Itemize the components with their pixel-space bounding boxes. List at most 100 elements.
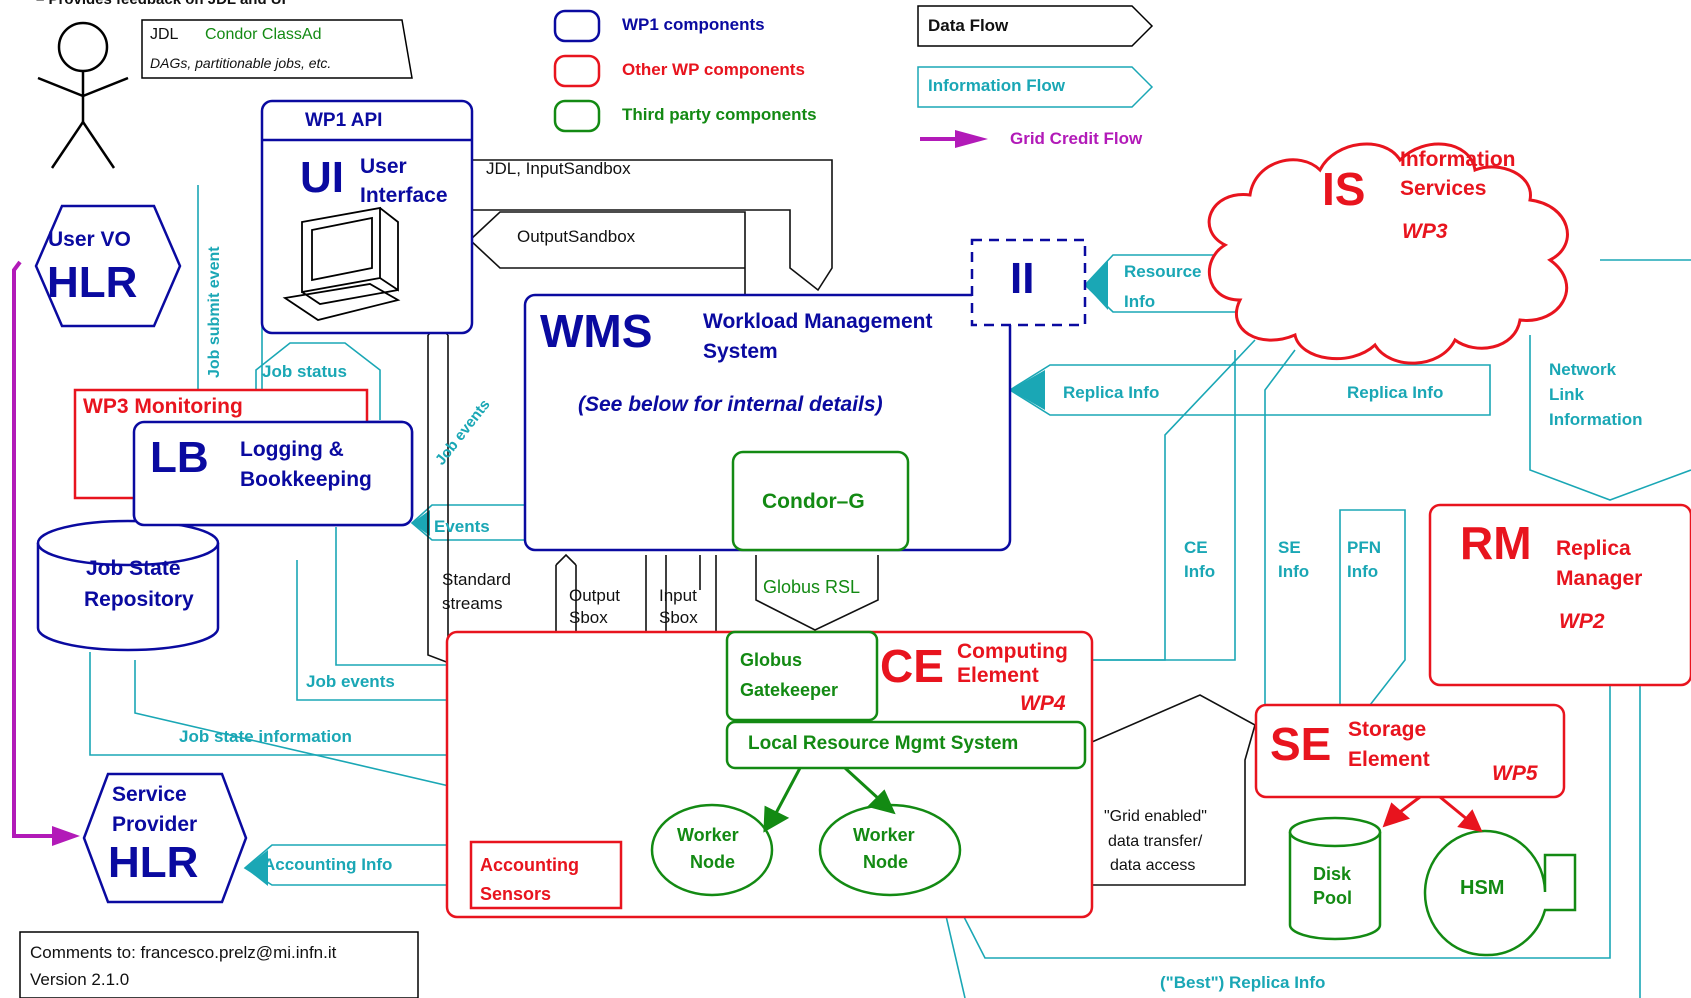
ce-wp-label: WP4 bbox=[1020, 692, 1066, 715]
flow-job-submit-event: Job submit event bbox=[206, 246, 223, 378]
legend-data-flow-label: Data Flow bbox=[928, 16, 1009, 35]
gatekeeper-line2: Gatekeeper bbox=[740, 680, 839, 700]
flow-input-sbox-line1: Input bbox=[659, 586, 697, 605]
wms-abbr: WMS bbox=[540, 305, 653, 357]
job-state-repo-line1: Job State bbox=[86, 557, 181, 580]
wp1-api-label: WP1 API bbox=[305, 110, 383, 131]
legend-data-flow-arrow bbox=[917, 5, 1154, 47]
flow-pfn-info-line2: Info bbox=[1347, 562, 1379, 581]
flow-outputsandbox: OutputSandbox bbox=[517, 227, 636, 246]
third-party-components bbox=[650, 450, 1577, 957]
wp3-monitoring-label: WP3 Monitoring bbox=[83, 395, 243, 418]
flow-resource-info-line2: Info bbox=[1124, 292, 1156, 311]
flow-network-line3: Information bbox=[1549, 410, 1643, 429]
flow-accounting-info: Accounting Info bbox=[263, 855, 393, 874]
flow-pfn-info-line1: PFN bbox=[1347, 538, 1381, 557]
flow-best-replica-info: ("Best") Replica Info bbox=[1160, 973, 1326, 992]
legend-wp1-swatch bbox=[553, 9, 601, 43]
flow-se-info-line1: SE bbox=[1278, 538, 1301, 557]
se-name-line2: Element bbox=[1348, 748, 1430, 771]
flow-globus-rsl: Globus RSL bbox=[763, 577, 861, 597]
legend-other-wp-label: Other WP components bbox=[622, 60, 805, 79]
ui-abbr: UI bbox=[300, 153, 344, 202]
legend-third-party-swatch bbox=[553, 99, 601, 133]
user-figure bbox=[37, 21, 129, 169]
flow-events: Events bbox=[434, 517, 490, 536]
flow-standard-streams-line1: Standard bbox=[442, 570, 511, 589]
jdl-note-label: DAGs, partitionable jobs, etc. bbox=[150, 55, 332, 71]
flow-output-sbox-line2: Sbox bbox=[569, 608, 608, 627]
rm-abbr: RM bbox=[1460, 517, 1532, 569]
footer-comments: Comments to: francesco.prelz@mi.infn.it bbox=[30, 943, 337, 962]
service-provider-line2: Provider bbox=[112, 813, 198, 836]
flow-grid-enabled-line1: "Grid enabled" bbox=[1104, 808, 1207, 825]
wms-note: (See below for internal details) bbox=[578, 393, 883, 416]
service-provider-hlr-label: HLR bbox=[108, 838, 199, 887]
flow-ce-info-line1: CE bbox=[1184, 538, 1208, 557]
flow-job-events-ce: Job events bbox=[306, 672, 395, 691]
flow-grid-enabled-line2: data transfer/ bbox=[1108, 833, 1203, 850]
legend-credit-flow-arrow bbox=[955, 130, 988, 148]
wms-name-line1: Workload Management bbox=[703, 310, 933, 333]
legend-other-wp-swatch bbox=[553, 54, 601, 88]
se-wp-label: WP5 bbox=[1492, 762, 1538, 785]
flow-input-sbox-line2: Sbox bbox=[659, 608, 698, 627]
flow-resource-info-line1: Resource bbox=[1124, 262, 1202, 281]
lb-abbr: LB bbox=[150, 433, 209, 482]
disk-pool-line2: Pool bbox=[1313, 888, 1352, 908]
user-vo-hlr-label: HLR bbox=[47, 258, 138, 307]
flow-jdl-inputsandbox: JDL, InputSandbox bbox=[486, 159, 631, 178]
se-abbr: SE bbox=[1270, 718, 1332, 770]
flow-network-line1: Network bbox=[1549, 360, 1617, 379]
legend-info-flow-arrow bbox=[917, 66, 1154, 108]
condor-g-label: Condor–G bbox=[762, 490, 865, 513]
user-vo-label: User VO bbox=[48, 228, 131, 251]
se-name-line1: Storage bbox=[1348, 718, 1427, 741]
flow-standard-streams-line2: streams bbox=[442, 594, 503, 613]
ce-abbr: CE bbox=[880, 640, 944, 692]
rm-name-line2: Manager bbox=[1556, 567, 1643, 590]
is-name-line1: Information bbox=[1400, 148, 1516, 171]
disk-pool-line1: Disk bbox=[1313, 864, 1352, 884]
is-wp-label: WP3 bbox=[1402, 220, 1448, 243]
flow-network-line2: Link bbox=[1549, 385, 1584, 404]
rm-wp-label: WP2 bbox=[1559, 610, 1605, 633]
worker1-line1: Worker bbox=[677, 825, 739, 845]
flow-grid-enabled-line3: data access bbox=[1110, 857, 1196, 874]
lrms-label: Local Resource Mgmt System bbox=[748, 733, 1019, 754]
flow-ce-info-line2: Info bbox=[1184, 562, 1216, 581]
grid-credit-flow-line bbox=[12, 260, 55, 838]
worker1-line2: Node bbox=[690, 852, 735, 872]
legend-info-flow-label: Information Flow bbox=[928, 76, 1065, 95]
legend-credit-flow-label: Grid Credit Flow bbox=[1010, 129, 1143, 148]
jdl-label: JDL bbox=[150, 26, 179, 43]
information-services-cloud bbox=[1207, 142, 1569, 365]
hsm-label: HSM bbox=[1460, 877, 1505, 899]
accounting-sensors-line2: Sensors bbox=[480, 884, 552, 904]
service-provider-line1: Service bbox=[112, 783, 187, 806]
accounting-sensors-line1: Accounting bbox=[480, 855, 579, 875]
legend-third-party-label: Third party components bbox=[622, 105, 817, 124]
flow-output-sbox-line1: Output bbox=[569, 586, 621, 605]
ui-name-line1: User bbox=[360, 155, 407, 178]
flow-job-state-info: Job state information bbox=[179, 727, 352, 746]
job-state-repository-cylinder bbox=[36, 519, 220, 652]
worker2-line1: Worker bbox=[853, 825, 915, 845]
computer-icon bbox=[282, 206, 401, 321]
flow-replica-info-wms: Replica Info bbox=[1063, 383, 1160, 402]
ui-name-line2: Interface bbox=[360, 184, 448, 207]
top-feedback-text: – Provides feedback on JDL and UI bbox=[36, 0, 286, 8]
is-name-line2: Services bbox=[1400, 177, 1487, 200]
flow-job-status: Job status bbox=[262, 362, 348, 381]
ce-name-line1: Computing bbox=[957, 640, 1068, 663]
ce-name-line2: Element bbox=[957, 664, 1039, 687]
jdl-note-box bbox=[141, 19, 413, 79]
footer-box bbox=[19, 931, 419, 998]
footer-version: Version 2.1.0 bbox=[30, 970, 130, 989]
wms-name-line2: System bbox=[703, 340, 778, 363]
flow-replica-info-rm: Replica Info bbox=[1347, 383, 1444, 402]
gatekeeper-line1: Globus bbox=[740, 650, 802, 670]
job-state-repo-line2: Repository bbox=[84, 588, 194, 611]
